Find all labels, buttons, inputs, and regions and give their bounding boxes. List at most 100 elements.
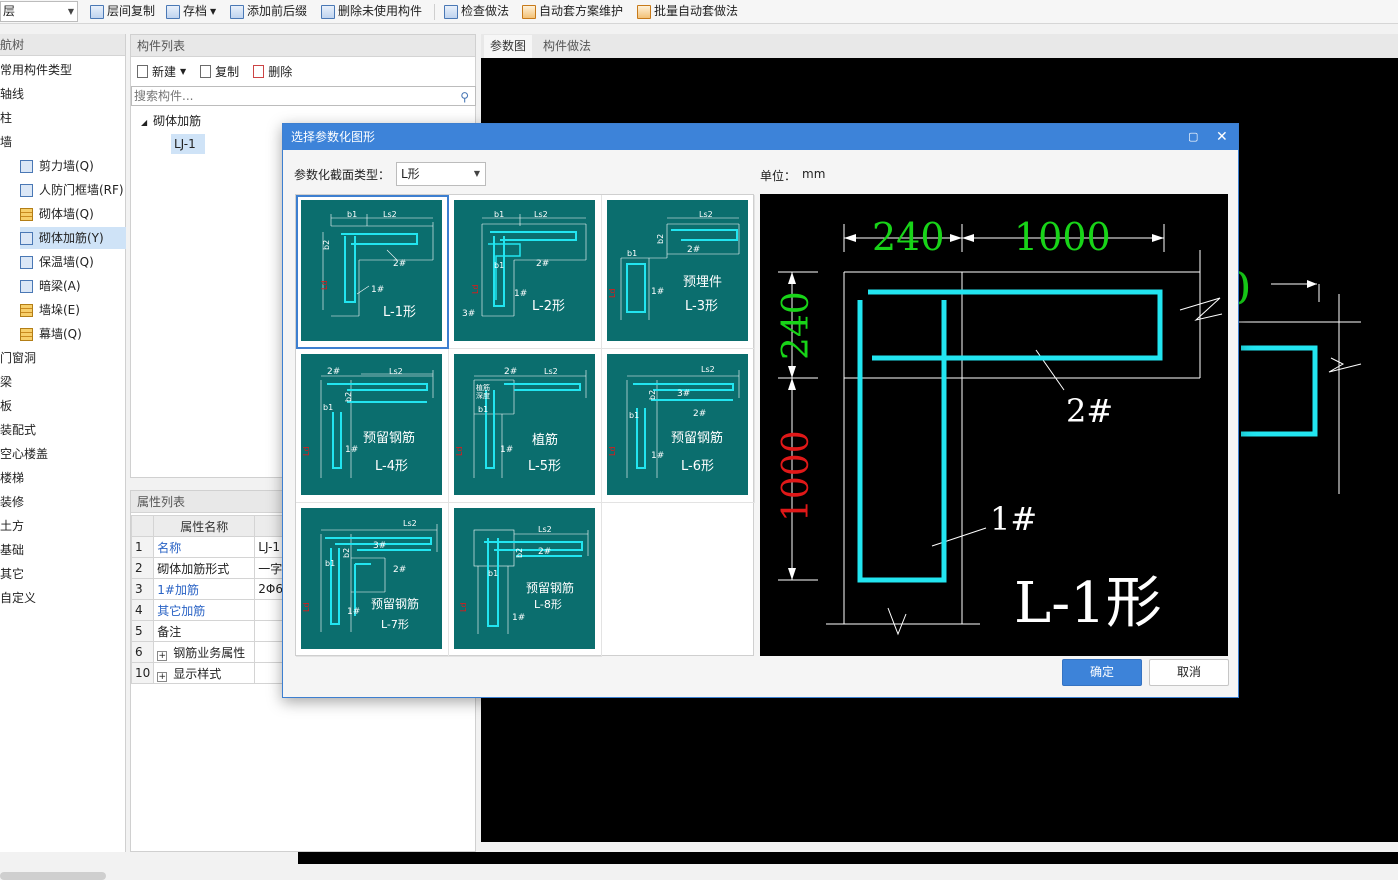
nav-item-stairs[interactable]: 楼梯 — [0, 471, 25, 485]
label-1: 1# — [512, 613, 525, 623]
nav-item-insulation-wall[interactable]: 保温墙(Q) — [20, 251, 94, 273]
row-num: 10 — [130, 662, 155, 684]
tree-node-masonry-rebar[interactable]: ◢砌体加筋 — [141, 111, 201, 131]
nav-item-slab[interactable]: 板 — [0, 399, 13, 413]
label-ls2: Ls2 — [538, 525, 552, 534]
tab-parameter-figure[interactable]: 参数图 — [484, 35, 533, 58]
cancel-button[interactable]: 取消 — [1149, 659, 1229, 686]
row-value[interactable]: LJ-1 — [254, 536, 287, 558]
nav-item-civil-door-wall[interactable]: 人防门框墙(RF) — [20, 179, 124, 201]
table-row[interactable]: 10+显示样式 — [130, 662, 287, 684]
nav-item-other[interactable]: 其它 — [0, 567, 25, 581]
shape-thumb-l2: b1 Ls2 b1 Ld 2# 1# 3# L-2形 — [454, 200, 595, 341]
auto-scheme-button[interactable]: 自动套方案维护 — [522, 2, 623, 21]
table-row[interactable]: 6+钢筋业务属性 — [130, 641, 287, 663]
l8-diagram: Ls2 b2 2# b1 Ld 1# 预留钢筋 L-8形 — [459, 525, 589, 634]
nav-item-column[interactable]: 柱 — [0, 111, 13, 125]
shape-option-l5[interactable]: 2# Ls2 植筋 深度 b1 Ld 1# 植筋 L-5形 — [449, 349, 602, 503]
maximize-icon[interactable]: ▢ — [1188, 130, 1199, 143]
shape-grid: b1 Ls2 b2 Ld 2# 1# L-1形 — [295, 194, 755, 657]
section-type-select[interactable]: L形 ▼ — [396, 162, 486, 186]
label-3: 3# — [373, 541, 386, 551]
label-b1: b1 — [325, 559, 335, 568]
label-2: 2# — [538, 547, 551, 557]
delete-label: 删除 — [268, 64, 293, 79]
label-ld: Ld — [455, 446, 464, 456]
row-num: 1 — [130, 536, 155, 558]
shape-option-l7[interactable]: Ls2 3# 2# b1 b2 Ld 1# 预留钢筋 L-7形 — [296, 503, 449, 657]
layer-combo[interactable]: 层 ▼ — [0, 1, 78, 22]
nav-item-label: 幕墙(Q) — [39, 327, 82, 341]
shape-option-l6[interactable]: Ls2 3# 2# b1 b2 Ld 1# 预留钢筋 L-6形 — [602, 349, 755, 503]
copy-between-floors-button[interactable]: 层间复制 — [90, 2, 155, 21]
nav-item-hollow-floor[interactable]: 空心楼盖 — [0, 447, 49, 461]
nav-item-masonry-wall[interactable]: 砌体墙(Q) — [20, 203, 94, 225]
row-value[interactable]: 2Φ6 — [254, 578, 287, 600]
shape-sublabel-l4: 预留钢筋 — [363, 430, 415, 446]
nav-item-beam[interactable]: 梁 — [0, 375, 13, 389]
nav-item-shear-wall[interactable]: 剪力墙(Q) — [20, 155, 94, 177]
ok-button[interactable]: 确定 — [1062, 659, 1142, 686]
nav-item-hidden-beam[interactable]: 暗梁(A) — [20, 275, 81, 297]
close-icon[interactable]: ✕ — [1216, 129, 1228, 145]
row-num: 2 — [130, 557, 155, 579]
nav-horizontal-scrollbar[interactable] — [0, 872, 106, 880]
search-input[interactable] — [134, 87, 444, 105]
check-method-button[interactable]: 检查做法 — [444, 2, 509, 21]
nav-item-pilaster[interactable]: 墙垛(E) — [20, 299, 80, 321]
tree-node-lj1[interactable]: LJ-1 — [171, 134, 205, 154]
delete-unused-button[interactable]: 删除未使用构件 — [321, 2, 422, 21]
shape-thumb-l7: Ls2 3# 2# b1 b2 Ld 1# 预留钢筋 L-7形 — [301, 508, 442, 649]
shape-option-l3[interactable]: Ls2 b1 b2 Ld 2# 1# 预埋件 L-3形 — [602, 195, 755, 349]
l4-diagram: 2# Ls2 b1 b2 Ld 1# 预留钢筋 L-4形 — [302, 367, 434, 478]
new-label: 新建 — [152, 64, 177, 79]
label-ld: Ld — [302, 446, 311, 456]
copy-component-button[interactable]: 复制 — [200, 63, 239, 80]
row-num: 4 — [130, 599, 155, 621]
label-ls2: Ls2 — [383, 210, 397, 219]
label-b2: b2 — [344, 392, 353, 402]
nav-item-axis[interactable]: 轴线 — [0, 87, 25, 101]
label-b1: b1 — [323, 403, 333, 412]
collapse-triangle-icon[interactable]: ◢ — [141, 118, 148, 127]
nav-item-curtain-wall[interactable]: 幕墙(Q) — [20, 323, 82, 345]
shape-label-l3: L-3形 — [685, 299, 718, 314]
tab-component-method[interactable]: 构件做法 — [543, 39, 592, 53]
l1-diagram: b1 Ls2 b2 Ld 2# 1# L-1形 — [320, 210, 434, 320]
expand-plus-icon[interactable]: + — [157, 671, 168, 682]
search-icon[interactable]: ⚲ — [460, 90, 469, 104]
component-search: ⚲ — [131, 86, 476, 106]
nav-item-foundation[interactable]: 基础 — [0, 543, 25, 557]
component-list-title: 构件列表 — [131, 35, 475, 57]
label-depth: 深度 — [476, 391, 490, 400]
label-1: 1# — [514, 289, 527, 299]
add-prefix-suffix-button[interactable]: 添加前后缀 — [230, 2, 307, 21]
copy-label: 复制 — [215, 64, 240, 79]
nav-item-common[interactable]: 常用构件类型 — [0, 63, 73, 77]
delete-component-button[interactable]: 删除 — [253, 63, 292, 80]
nav-item-openings[interactable]: 门窗洞 — [0, 351, 37, 365]
shape-option-l2[interactable]: b1 Ls2 b1 Ld 2# 1# 3# L-2形 — [449, 195, 602, 349]
label-1: 1# — [651, 287, 664, 297]
shape-option-l8[interactable]: Ls2 b2 2# b1 Ld 1# 预留钢筋 L-8形 — [449, 503, 602, 657]
expand-plus-icon[interactable]: + — [157, 650, 168, 661]
shape-option-l4[interactable]: 2# Ls2 b1 b2 Ld 1# 预留钢筋 L-4形 — [296, 349, 449, 503]
new-component-button[interactable]: 新建▼ — [137, 63, 186, 80]
save-archive-button[interactable]: 存档▼ — [166, 2, 216, 21]
nav-item-wall[interactable]: 墙 — [0, 135, 13, 149]
nav-item-prefab[interactable]: 装配式 — [0, 423, 37, 437]
nav-item-earthwork[interactable]: 土方 — [0, 519, 25, 533]
label-2: 2# — [327, 367, 340, 377]
shape-option-l1[interactable]: b1 Ls2 b2 Ld 2# 1# L-1形 — [296, 195, 449, 349]
nav-item-masonry-rebar[interactable]: 砌体加筋(Y) — [20, 227, 126, 249]
nav-item-custom[interactable]: 自定义 — [0, 591, 37, 605]
batch-auto-button[interactable]: 批量自动套做法 — [637, 2, 738, 21]
row-name: +显示样式 — [153, 662, 256, 684]
nav-item-decoration[interactable]: 装修 — [0, 495, 25, 509]
delete-unused-icon — [321, 4, 335, 19]
